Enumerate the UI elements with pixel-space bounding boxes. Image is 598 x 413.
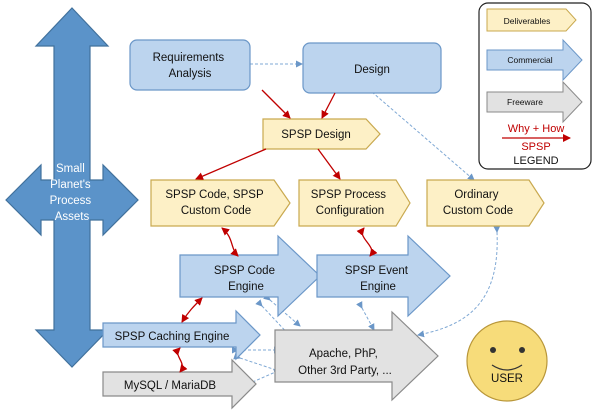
red-arrow-spsp-design-code xyxy=(195,148,267,180)
connector-codeengine-apache-2 xyxy=(263,293,301,327)
connector-ordinary-apache xyxy=(417,225,501,338)
process-assets-arrow: Small Planet's Process Assets xyxy=(5,7,139,368)
spsp-design-node: SPSP Design xyxy=(262,118,381,150)
requirements-analysis-node: Requirements Analysis xyxy=(129,39,251,91)
smiley-mouth xyxy=(491,364,523,371)
svg-text:SPSP Process Configurati: SPSP Process Configuration xyxy=(311,189,389,217)
svg-text:SPSP Code, SPSP Custom C: SPSP Code, SPSP Custom Code xyxy=(165,189,266,217)
svg-text:SPSP Event Engine: SPSP Event Engine xyxy=(345,265,411,293)
spsp-process-config-node: SPSP Process Configuration xyxy=(298,179,411,227)
svg-text:SPSP Design: SPSP Design xyxy=(281,129,350,141)
spsp-code-engine-node: SPSP Code Engine xyxy=(179,234,321,318)
smiley-left-eye xyxy=(490,347,496,353)
svg-text:SPSP Code Engine: SPSP Code Engine xyxy=(214,265,278,293)
spsp-caching-engine-node: SPSP Caching Engine xyxy=(102,309,261,361)
red-arrow-spsp-design-config xyxy=(317,148,341,180)
red-arrow-requirements-spsp-design xyxy=(261,89,291,119)
ordinary-code-node: Ordinary Custom Code xyxy=(426,179,545,227)
svg-text:Freeware: Freeware xyxy=(507,97,543,107)
assets-label: Small Planet's Process Assets xyxy=(50,163,95,223)
legend-freeware: Freeware xyxy=(486,80,583,124)
legend-spsp: SPSP xyxy=(521,141,550,153)
svg-text:Ordinary Custom Code: Ordinary Custom Code xyxy=(443,189,513,217)
spsp-event-engine-node: SPSP Event Engine xyxy=(316,234,451,318)
mysql-node: MySQL / MariaDB xyxy=(102,358,257,410)
spsp-code-node: SPSP Code, SPSP Custom Code xyxy=(150,179,291,227)
svg-text:Requirements Analysis: Requirements Analysis xyxy=(153,52,228,80)
smiley-right-eye xyxy=(519,347,525,353)
user-smiley: USER xyxy=(466,320,548,402)
connector-eventengine-apache xyxy=(356,301,375,331)
svg-text:Design: Design xyxy=(354,64,390,76)
legend-commercial: Commercial xyxy=(486,38,583,82)
svg-text:USER: USER xyxy=(491,373,523,385)
legend-title: LEGEND xyxy=(513,155,558,167)
svg-text:Apache, PhP, Other 3rd P: Apache, PhP, Other 3rd Party, ... xyxy=(298,348,392,377)
svg-text:Commercial: Commercial xyxy=(507,55,552,65)
red-arrow-config-eventengine xyxy=(356,227,378,257)
connector-design-ordinary xyxy=(371,91,475,181)
red-arrow-design-spsp-design xyxy=(321,92,336,119)
red-arrow-codeengine-caching xyxy=(181,297,203,323)
red-connectors xyxy=(172,89,378,373)
legend: Deliverables Commercial Freeware Why + H… xyxy=(478,2,592,170)
svg-text:SPSP Caching Engine: SPSP Caching Engine xyxy=(115,331,230,343)
legend-why-how: Why + How xyxy=(508,123,565,135)
legend-deliverables: Deliverables xyxy=(486,8,577,32)
design-node: Design xyxy=(302,42,442,94)
svg-text:Deliverables: Deliverables xyxy=(504,16,551,26)
apache-node: Apache, PhP, Other 3rd Party, ... xyxy=(274,310,439,402)
red-arrow-code-codeengine xyxy=(221,227,239,257)
svg-text:MySQL / MariaDB: MySQL / MariaDB xyxy=(124,380,217,392)
red-arrow-caching-mysql xyxy=(172,347,188,373)
